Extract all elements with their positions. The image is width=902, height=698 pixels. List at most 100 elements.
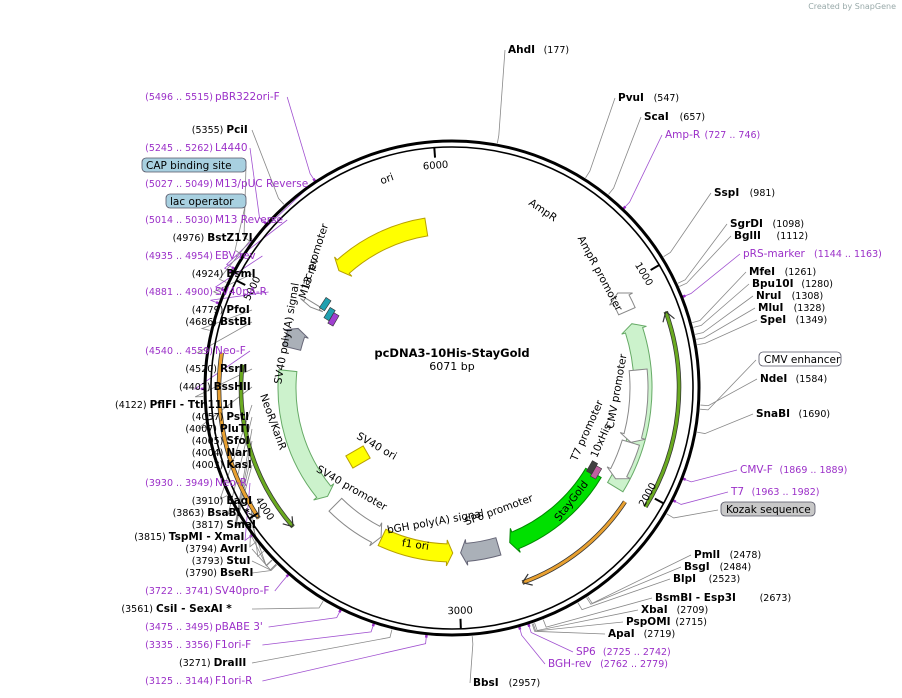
site-label[interactable]: CAP binding site xyxy=(141,157,247,173)
site-label[interactable]: SV40pro-F(3722 .. 3741) xyxy=(145,585,269,597)
site-label[interactable]: BseRI(3790) xyxy=(185,567,253,579)
site-label[interactable]: PciI(5355) xyxy=(192,124,248,136)
site-label[interactable]: pBABE 3'(3475 .. 3495) xyxy=(145,621,263,633)
site-label[interactable]: Neo-F(4540 .. 4559) xyxy=(145,345,246,357)
site-position: (4924) xyxy=(192,269,224,280)
small-feature xyxy=(319,297,332,312)
site-label[interactable]: CMV enhancer xyxy=(758,351,842,367)
site-label[interactable]: Bpu10I(1280) xyxy=(752,278,833,290)
site-position: (4520) xyxy=(185,364,217,375)
leader-line xyxy=(262,635,427,682)
site-name: PmlI xyxy=(694,549,720,561)
site-label[interactable]: BssHII(4401) xyxy=(179,381,251,393)
site-label[interactable]: SpeI(1349) xyxy=(760,314,827,326)
site-label[interactable]: PflFI - Tth111I(4122) xyxy=(115,399,233,411)
site-label[interactable]: BsaBI *(3863) xyxy=(173,507,250,519)
site-position: (4005) xyxy=(192,436,224,447)
site-label[interactable]: CsiI - SexAI *(3561) xyxy=(121,603,232,615)
site-label[interactable]: SfoI(4005) xyxy=(192,435,250,447)
feature-box xyxy=(720,501,816,517)
site-label[interactable]: AhdI(177) xyxy=(508,44,569,56)
site-label[interactable]: NarI(4004) xyxy=(192,447,252,459)
site-label[interactable]: NruI(1308) xyxy=(756,290,823,302)
site-label[interactable]: EagI(3910) xyxy=(192,495,252,507)
site-label[interactable]: PspOMI(2715) xyxy=(626,616,707,628)
site-label[interactable]: lac operator xyxy=(165,193,247,209)
site-label[interactable]: EBV-rev(4935 .. 4954) xyxy=(145,250,256,262)
site-label[interactable]: AvrII(3794) xyxy=(185,543,247,555)
site-label[interactable]: SP6(2725 .. 2742) xyxy=(576,646,671,658)
site-label[interactable]: SV40pA-R(4881 .. 4900) xyxy=(145,286,267,298)
leader-line xyxy=(693,283,750,328)
site-label[interactable]: SnaBI(1690) xyxy=(756,408,830,420)
leader-line xyxy=(200,309,253,331)
site-label[interactable]: MfeI(1261) xyxy=(749,266,816,278)
site-label[interactable]: SspI(981) xyxy=(714,187,775,199)
site-label[interactable]: Neo-R(3930 .. 3949) xyxy=(145,477,247,489)
tick-mark xyxy=(235,279,246,286)
site-label[interactable]: M13/pUC Reverse(5027 .. 5049) xyxy=(145,178,308,190)
feature-label: ori xyxy=(378,171,395,187)
site-name: F1ori-R xyxy=(215,675,252,687)
site-label[interactable]: SgrDI(1098) xyxy=(730,218,804,230)
feature-box xyxy=(758,351,842,367)
site-name: StuI xyxy=(226,555,250,567)
site-name: L4440 xyxy=(215,142,248,154)
site-label[interactable]: PvuI(547) xyxy=(618,92,679,104)
site-label[interactable]: BstBI(4686) xyxy=(185,316,251,328)
site-label[interactable]: TspMI - XmaI(3815) xyxy=(134,531,244,543)
leader-line xyxy=(531,623,606,635)
site-label[interactable]: RsrII(4520) xyxy=(185,363,247,375)
orf-arc xyxy=(239,364,295,528)
site-label[interactable]: Amp-R(727 .. 746) xyxy=(665,129,760,141)
site-label[interactable]: L4440(5245 .. 5262) xyxy=(145,142,247,154)
site-label[interactable]: ApaI(2719) xyxy=(608,628,675,640)
site-name: M13/pUC Reverse xyxy=(215,178,308,190)
site-label[interactable]: DraIII(3271) xyxy=(179,657,246,669)
site-name: M13 Reverse xyxy=(215,214,283,226)
site-name: BseRI xyxy=(220,567,253,579)
site-label[interactable]: F1ori-F(3335 .. 3356) xyxy=(145,639,251,651)
site-label[interactable]: StuI(3793) xyxy=(192,555,251,567)
leader-line xyxy=(286,96,315,181)
site-label[interactable]: XbaI(2709) xyxy=(641,604,708,616)
site-label[interactable]: KasI(4003) xyxy=(192,459,252,471)
site-label[interactable]: PmlI(2478) xyxy=(694,549,761,561)
site-label[interactable]: BGH-rev(2762 .. 2779) xyxy=(548,658,668,670)
site-name: SpeI xyxy=(760,314,786,326)
site-label[interactable]: BglII(1112) xyxy=(734,230,808,242)
leader-line xyxy=(225,183,313,269)
site-label[interactable]: CMV-F(1869 .. 1889) xyxy=(740,464,847,476)
site-label[interactable]: Kozak sequence xyxy=(720,501,816,517)
leader-line xyxy=(262,624,374,646)
feature-label: bGH poly(A) signal xyxy=(386,508,485,537)
site-label[interactable]: T7(1963 .. 1982) xyxy=(730,486,819,498)
site-label[interactable]: PstI(4057) xyxy=(192,411,249,423)
site-label[interactable]: BsgI(2484) xyxy=(684,561,751,573)
site-position: (4004) xyxy=(192,448,224,459)
site-label[interactable]: F1ori-R(3125 .. 3144) xyxy=(145,675,252,687)
site-label[interactable]: BsmI(4924) xyxy=(192,268,256,280)
site-label[interactable]: BlpI(2523) xyxy=(673,573,740,585)
leader-line xyxy=(249,147,266,224)
site-label[interactable]: pBR322ori-F(5496 .. 5515) xyxy=(145,91,280,103)
site-label[interactable]: ScaI(657) xyxy=(644,111,705,123)
site-label[interactable]: BsmBI - Esp3I(2673) xyxy=(655,592,791,604)
site-label[interactable]: pRS-marker(1144 .. 1163) xyxy=(743,248,882,260)
site-name: SV40pro-F xyxy=(215,585,269,597)
site-label[interactable]: PluTI(4007) xyxy=(185,423,249,435)
site-label[interactable]: SmaI(3817) xyxy=(192,519,256,531)
site-label[interactable]: BstZ17I(4976) xyxy=(173,232,253,244)
site-name: EagI xyxy=(226,495,252,507)
site-position: (2725 .. 2742) xyxy=(603,647,671,658)
site-label[interactable]: M13 Reverse(5014 .. 5030) xyxy=(145,214,283,226)
site-label[interactable]: MluI(1328) xyxy=(758,302,825,314)
site-name: Neo-F xyxy=(215,345,246,357)
leader-line xyxy=(586,566,682,605)
site-label[interactable]: BbsI(2957) xyxy=(473,677,540,689)
site-position: (3815) xyxy=(134,532,166,543)
site-label[interactable]: NdeI(1584) xyxy=(760,373,827,385)
site-label[interactable]: PfoI(4779) xyxy=(192,304,250,316)
site-position: (4881 .. 4900) xyxy=(145,287,213,298)
leader-line xyxy=(268,610,341,628)
